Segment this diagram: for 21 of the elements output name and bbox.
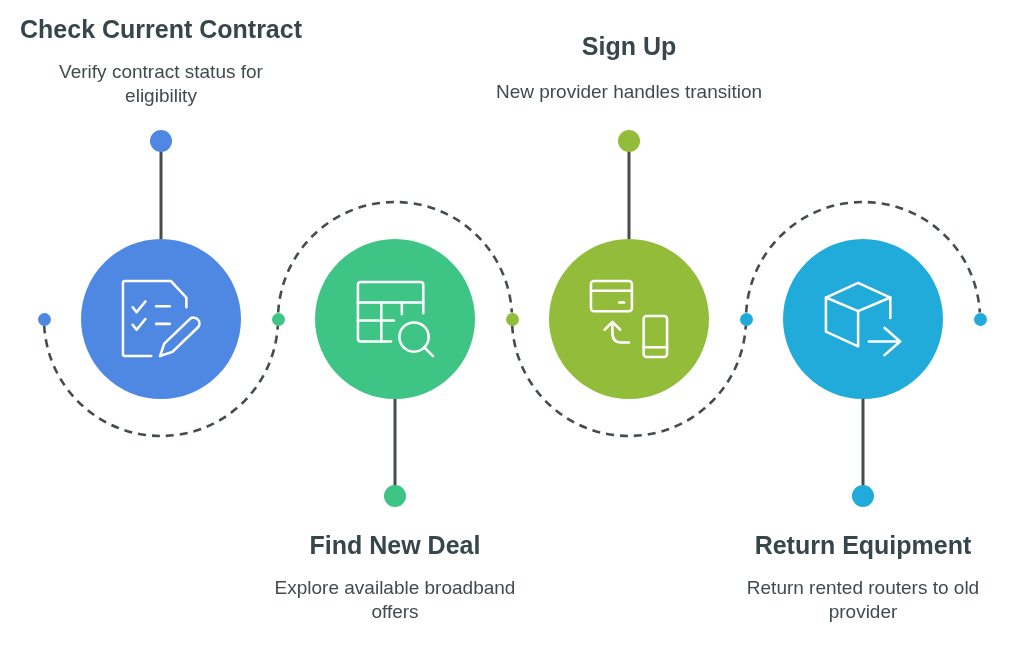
dashed-connector <box>744 200 982 313</box>
leader-line <box>852 399 874 507</box>
dot-icon <box>37 312 51 326</box>
step-title: Find New Deal <box>309 530 481 561</box>
leader-line <box>150 130 172 239</box>
step-title: Sign Up <box>581 31 677 62</box>
dashed-connector <box>42 325 280 438</box>
step-description: Return rented routers to old provider <box>745 576 981 624</box>
step-description: Verify contract status for eligibility <box>58 60 264 108</box>
step-title: Return Equipment <box>754 530 972 561</box>
leader-line <box>384 399 406 507</box>
step-description: Explore available broadband offers <box>273 576 517 624</box>
dashed-connector <box>510 325 748 438</box>
step-title: Check Current Contract <box>20 14 302 45</box>
leader-line <box>618 130 640 239</box>
dashed-connector <box>276 200 514 313</box>
dot-icon <box>505 312 519 326</box>
dot-icon <box>739 312 753 326</box>
dot-icon <box>271 312 285 326</box>
dot-icon <box>973 312 987 326</box>
step-description: New provider handles transition <box>495 80 763 104</box>
